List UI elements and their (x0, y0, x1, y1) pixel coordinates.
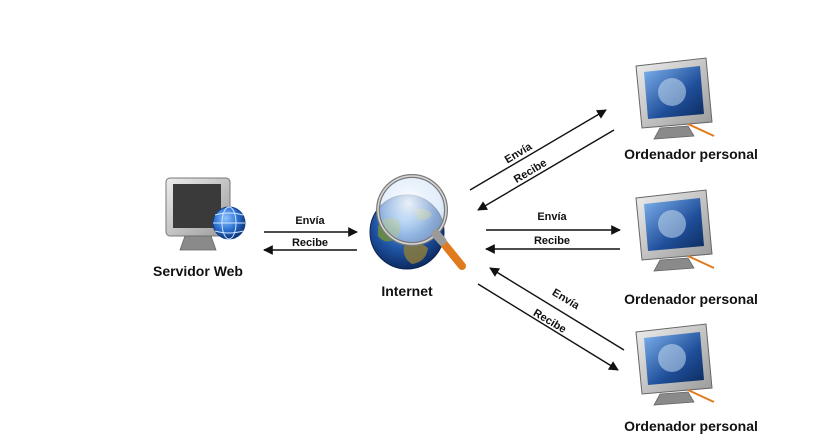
pc1-receive-arrow (477, 129, 615, 211)
pc1-icon (635, 57, 715, 140)
pc1-send-label: Envía (503, 140, 535, 166)
server-send-label: Envía (295, 215, 325, 227)
pc3-send-arrow (477, 283, 619, 371)
internet-label: Internet (381, 283, 433, 299)
pc2-receive-label: Recibe (534, 235, 570, 247)
pc2-send-label: Envía (537, 211, 567, 223)
internet-icon (369, 174, 466, 270)
pc1-send-arrow (469, 109, 607, 191)
server-receive-label: Recibe (292, 237, 328, 249)
pc3-receive-label: Recibe (531, 307, 568, 336)
pc2-label: Ordenador personal (624, 291, 758, 307)
pc3-label: Ordenador personal (624, 418, 758, 434)
pc2-icon (635, 189, 715, 272)
pc1-label: Ordenador personal (624, 146, 758, 162)
server-icon (165, 177, 246, 251)
pc3-send-label: Envía (550, 287, 582, 313)
server-label: Servidor Web (153, 263, 243, 279)
pc3-receive-arrow (489, 267, 625, 351)
pc3-icon (635, 323, 715, 406)
